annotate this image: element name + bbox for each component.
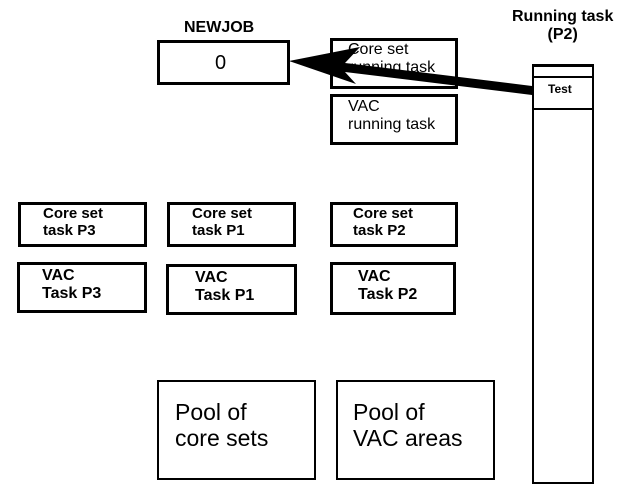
pool-vac-areas: Pool of VAC areas xyxy=(336,380,495,480)
vac-task-p3-label: VAC Task P3 xyxy=(42,267,102,303)
core-set-task-p2: Core set task P2 xyxy=(330,202,458,247)
core-set-task-p2-label: Core set task P2 xyxy=(353,205,414,240)
vac-running-task-box: VAC running task xyxy=(330,94,458,145)
vac-running-task-label: VAC running task xyxy=(348,98,436,134)
newjob-label: NEWJOB xyxy=(184,19,255,36)
vac-task-p1: VAC Task P1 xyxy=(166,264,297,315)
pool-core-sets-label: Pool of core sets xyxy=(175,399,269,452)
newjob-box: 0 xyxy=(157,40,290,85)
pool-vac-areas-label: Pool of VAC areas xyxy=(353,399,463,452)
vac-task-p2: VAC Task P2 xyxy=(330,262,456,315)
running-task-title: Running task (P2) xyxy=(512,8,614,44)
core-set-task-p3-label: Core set task P3 xyxy=(43,205,104,240)
vac-task-p1-label: VAC Task P1 xyxy=(195,269,255,305)
pool-core-sets: Pool of core sets xyxy=(157,380,316,480)
core-set-task-p3: Core set task P3 xyxy=(18,202,147,247)
running-task-entry: Test xyxy=(548,82,572,96)
vac-task-p3: VAC Task P3 xyxy=(17,262,147,313)
vac-task-p2-label: VAC Task P2 xyxy=(358,268,418,304)
newjob-value: 0 xyxy=(215,52,227,74)
core-set-task-p1: Core set task P1 xyxy=(167,202,296,247)
core-set-task-p1-label: Core set task P1 xyxy=(192,205,253,240)
